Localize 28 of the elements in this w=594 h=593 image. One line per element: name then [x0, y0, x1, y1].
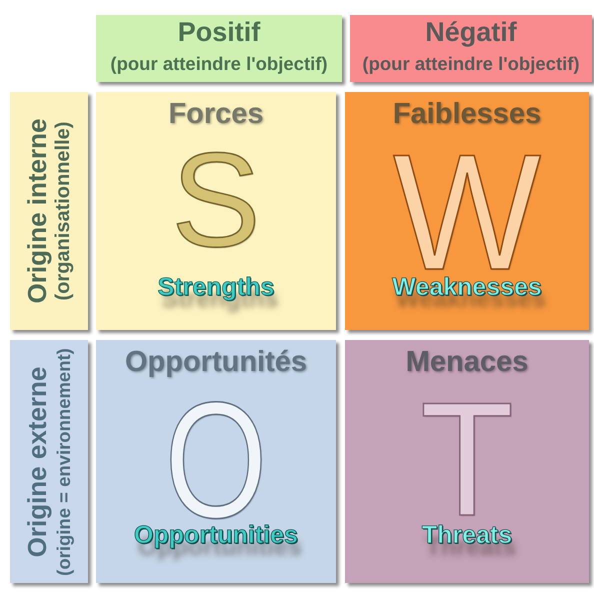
quadrant-title: Opportunités	[124, 347, 308, 379]
quadrant-initial: S	[171, 151, 261, 252]
quadrant-box	[96, 92, 336, 330]
quadrant-box	[345, 340, 589, 583]
row-header-box	[10, 92, 88, 330]
column-title: Négatif	[425, 18, 517, 48]
column-header-box	[96, 15, 342, 82]
quadrant-title: Faiblesses	[392, 99, 542, 131]
quadrant-initial: W	[393, 151, 541, 275]
quadrant-english-term: Opportunities	[134, 520, 298, 550]
row-subtitle: (origine = environnement)	[53, 348, 75, 576]
column-title: Positif	[178, 18, 260, 48]
column-header-box	[350, 15, 592, 82]
row-title: Origine externe	[23, 366, 54, 557]
column-subtitle: (pour atteindre l'objectif)	[110, 52, 328, 75]
quadrant-initial: O	[164, 399, 268, 523]
quadrant-title: Menaces	[406, 347, 528, 379]
column-subtitle: (pour atteindre l'objectif)	[362, 52, 580, 75]
row-header-box	[10, 340, 88, 583]
row-title: Origine interne	[22, 118, 52, 304]
quadrant-title: Forces	[168, 99, 264, 131]
quadrant-english-term: Threats	[422, 520, 512, 550]
quadrant-english-term: Weaknesses	[392, 272, 542, 302]
quadrant-box	[345, 92, 589, 330]
row-subtitle: (organisationnelle)	[52, 122, 76, 300]
quadrant-initial: T	[420, 399, 514, 520]
quadrant-english-term: Strengths	[158, 272, 274, 302]
quadrant-box	[96, 340, 336, 583]
